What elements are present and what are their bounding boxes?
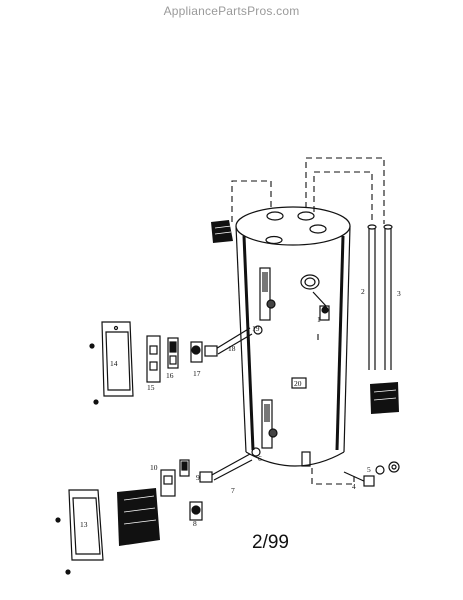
part-label-13: 13 <box>80 520 88 529</box>
part-label-19: 19 <box>252 324 260 333</box>
upper-cutoff <box>190 341 203 363</box>
relief-valve <box>312 291 330 321</box>
part-label-10: 10 <box>150 463 158 472</box>
lower-access-cover <box>55 489 104 575</box>
dashed-connection-lines <box>231 157 385 485</box>
lower-heating-element <box>199 447 261 483</box>
dip-tube-parts <box>367 224 393 370</box>
revision-date: 2/99 <box>252 532 289 553</box>
part-label-18: 18 <box>228 344 236 353</box>
upper-thermostat <box>167 337 179 369</box>
insulation-pieces <box>117 220 399 546</box>
part-label-6: 6 <box>258 454 262 463</box>
part-label-8: 8 <box>193 519 197 528</box>
drain-valve <box>343 461 400 487</box>
part-label-20: 20 <box>294 379 302 388</box>
watermark: AppliancePartsPros.com <box>163 4 300 18</box>
part-label-3: 3 <box>397 289 401 298</box>
part-label-7: 7 <box>231 486 235 495</box>
upper-heating-element <box>204 325 263 357</box>
part-label-4: 4 <box>352 482 356 491</box>
part-label-17: 17 <box>193 369 201 378</box>
part-label-14: 14 <box>110 359 118 368</box>
part-label-15: 15 <box>147 383 155 392</box>
part-label-2: 2 <box>361 287 365 296</box>
bracket <box>146 335 161 383</box>
upper-access-cover <box>89 321 134 405</box>
part-label-5: 5 <box>367 465 371 474</box>
part-label-16: 16 <box>166 371 174 380</box>
part-label-1: 1 <box>317 315 321 324</box>
lower-thermostat-group <box>160 459 203 521</box>
part-label-9: 9 <box>196 473 200 482</box>
water-heater-tank <box>235 206 351 467</box>
